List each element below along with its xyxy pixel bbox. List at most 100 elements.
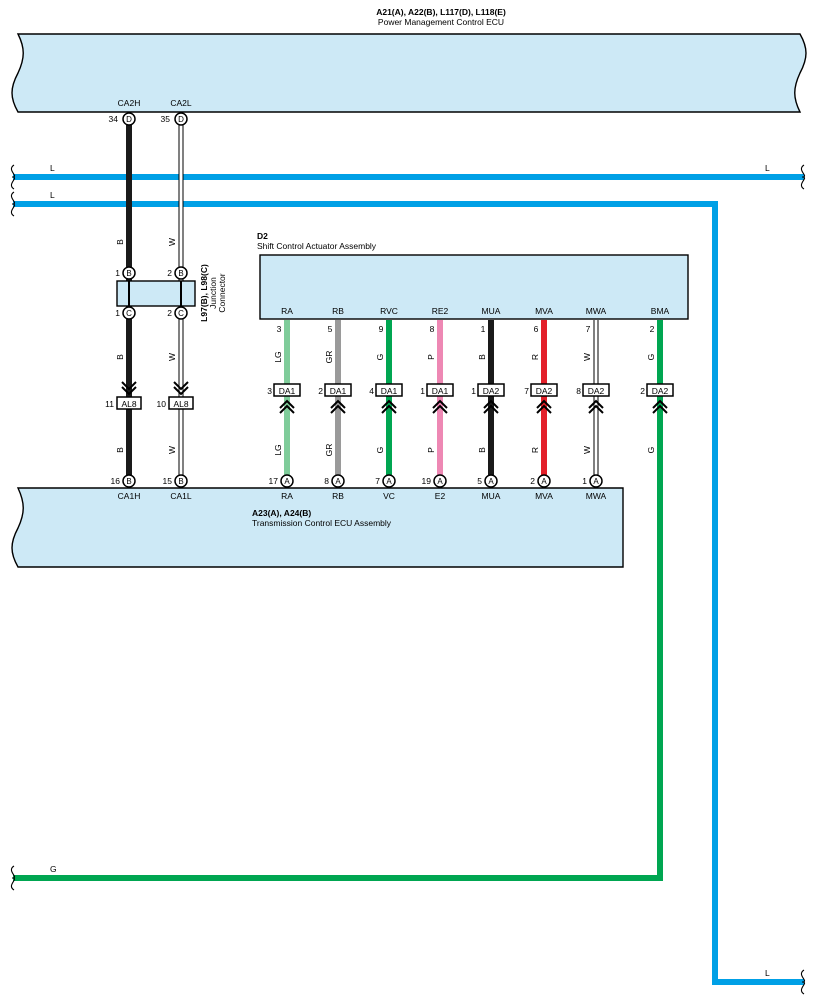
tcm-pin-label: MWA [586,491,607,501]
power-ecu-pin-ca2h: CA2H 34 D [109,98,140,126]
connector-letter: A [488,477,494,486]
chevron-up-icon [536,399,552,414]
tcm-pin-circle [484,474,498,488]
pin-number: 6 [534,324,539,334]
tcm-pin-circle [537,474,551,488]
power-ecu-code: A21(A), A22(B), L117(D), L118(E) [376,7,506,17]
chevron-up-icon [483,399,499,414]
pin-number: 1 [481,324,486,334]
pin-label: CA1L [170,491,192,501]
wire-code: R [530,447,540,453]
actuator-wires [284,320,663,480]
tcm-pin-label: MUA [482,491,501,501]
pin-number: 1 [115,268,120,278]
actuator-code: D2 [257,231,268,241]
wire-code: LG [273,444,283,455]
actuator-box [259,254,689,320]
wire-code: W [582,446,592,454]
junction-name-1: Junction [208,277,218,309]
da-connector-box [426,383,454,397]
junction-code: L97(B), L98(C) [199,264,209,322]
wire-code: P [426,354,436,360]
tcm-pin-label: E2 [435,491,446,501]
da-connector-label: DA2 [536,386,553,396]
tcm-code: A23(A), A24(B) [252,508,311,518]
wire-code: B [477,447,487,453]
actuator-name: Shift Control Actuator Assembly [257,241,377,251]
da-connector-box [582,383,610,397]
pin-label: RA [281,306,293,316]
power-ecu-name: Power Management Control ECU [378,17,504,27]
connector-letter: D [126,115,132,124]
wire-code: GR [324,351,334,364]
wire-code: B [115,447,125,453]
chevron-up-icon [381,399,397,414]
connector-letter: A [437,477,443,486]
da-pin-number: 8 [576,386,581,396]
da-pin-number: 7 [524,386,529,396]
tcm-pin-circle [280,474,294,488]
pin-label: MWA [586,306,607,316]
da-pin-number: 1 [471,386,476,396]
bus-l-2-label-left: L [50,190,55,200]
pin-label: RB [332,306,344,316]
connector-label: AL8 [121,399,136,409]
tcm-pin-label: RA [281,491,293,501]
connector-letter: A [335,477,341,486]
tcm-pin-number: 5 [477,476,482,486]
junction-name-2: Connector [217,273,227,312]
pin-number: 16 [111,476,121,486]
da-connector-box [477,383,505,397]
pin-label: BMA [651,306,670,316]
wire-code: B [115,354,125,360]
wire-code: W [167,238,177,246]
wire-code: W [167,353,177,361]
power-ecu-pin-ca2l: CA2L 35 D [161,98,192,126]
connector-letter: A [541,477,547,486]
chevron-up-icon [330,399,346,414]
wire-code: G [646,354,656,361]
connector-letter: B [178,477,183,486]
bus-l-2: L L [10,190,806,995]
tcm-pin-circle [433,474,447,488]
wire-code: B [477,354,487,360]
da-pin-number: 1 [420,386,425,396]
pin-number: 15 [163,476,173,486]
pin-label: RVC [380,306,398,316]
connector-letter: C [126,309,132,318]
wire-code: W [582,353,592,361]
da-connector-box [646,383,674,397]
da-connector-box [324,383,352,397]
da-connector-label: DA1 [432,386,449,396]
da-pin-number: 3 [267,386,272,396]
wire-code: W [167,446,177,454]
pin-number: 34 [109,114,119,124]
tcm-pin-number: 8 [324,476,329,486]
pin-label: RE2 [432,306,449,316]
al8-connector-low: 10 AL8 [157,381,194,410]
bus-l-1-label-right: L [765,163,770,173]
da-connector-label: DA2 [588,386,605,396]
tcm-name: Transmission Control ECU Assembly [252,518,392,528]
pin-number: 9 [379,324,384,334]
connector-letter: B [126,477,131,486]
wire-code: P [426,447,436,453]
tcm-pin-label: MVA [535,491,553,501]
tcm-pin-label: RB [332,491,344,501]
chevron-up-icon [588,399,604,414]
connector-letter: D [178,115,184,124]
wire-code: R [530,354,540,360]
connector-letter: A [593,477,599,486]
pin-label: MVA [535,306,553,316]
pin-number: 10 [157,399,167,409]
chevron-up-icon [432,399,448,414]
bus-g-label: G [50,864,57,874]
